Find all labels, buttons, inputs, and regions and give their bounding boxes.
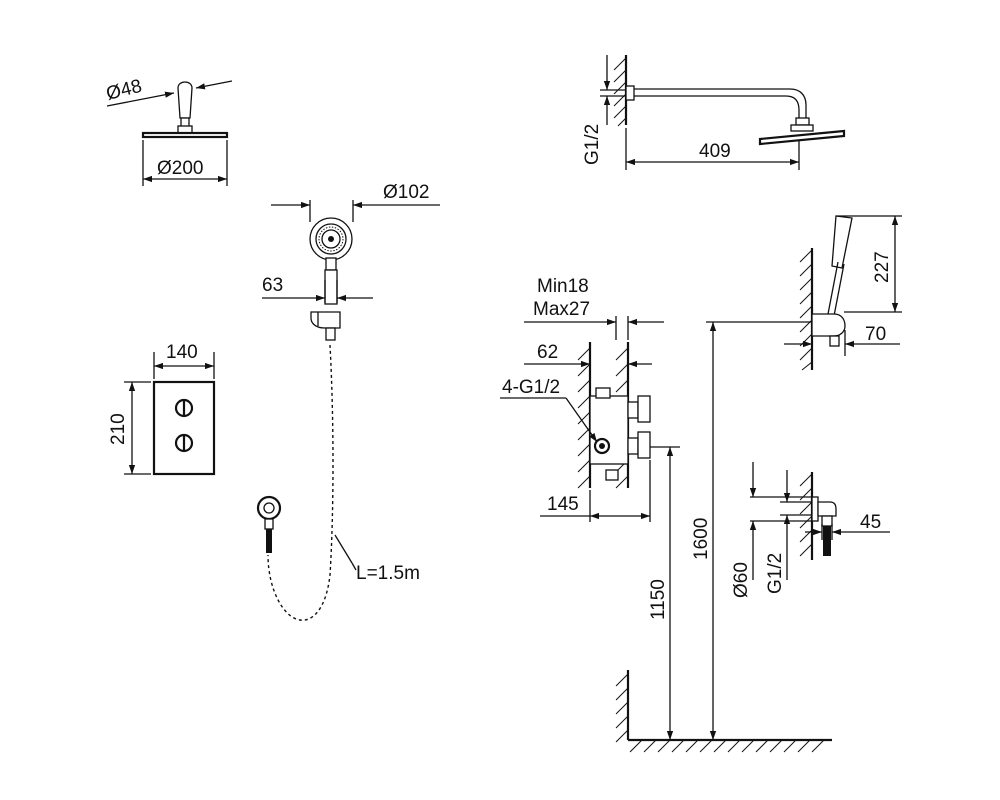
label-4-g12: 4-G1/2 bbox=[502, 377, 560, 398]
label-dim140: 140 bbox=[166, 342, 198, 363]
label-dim1150: 1150 bbox=[648, 579, 669, 620]
label-g12-outlet: G1/2 bbox=[765, 553, 786, 594]
concealed-valve-section bbox=[500, 316, 664, 522]
label-hose-length: L=1.5m bbox=[356, 563, 420, 584]
wall-outlet-side-view bbox=[749, 462, 890, 580]
label-dia102: Ø102 bbox=[383, 182, 429, 203]
label-g12-top: G1/2 bbox=[582, 124, 603, 165]
holder-side-view bbox=[784, 215, 902, 371]
label-dim1600: 1600 bbox=[691, 518, 712, 560]
label-min18: Min18 bbox=[537, 276, 589, 297]
label-max27: Max27 bbox=[533, 299, 590, 320]
valve-plate-view bbox=[124, 352, 216, 476]
label-dim210: 210 bbox=[108, 413, 129, 445]
label-dim409: 409 bbox=[699, 141, 731, 162]
label-dim45: 45 bbox=[860, 512, 881, 533]
overhead-shower-head-view bbox=[106, 80, 233, 186]
shower-arm-side-view bbox=[600, 55, 846, 170]
label-dia200: Ø200 bbox=[157, 158, 203, 179]
label-dim145: 145 bbox=[547, 494, 579, 515]
label-dim227: 227 bbox=[872, 251, 893, 283]
installation-heights bbox=[615, 321, 832, 753]
label-dim63: 63 bbox=[262, 275, 283, 296]
label-dim70: 70 bbox=[865, 324, 886, 345]
label-dia60: Ø60 bbox=[731, 562, 752, 598]
hand-shower-view bbox=[256, 200, 440, 621]
label-dim62: 62 bbox=[537, 342, 558, 363]
